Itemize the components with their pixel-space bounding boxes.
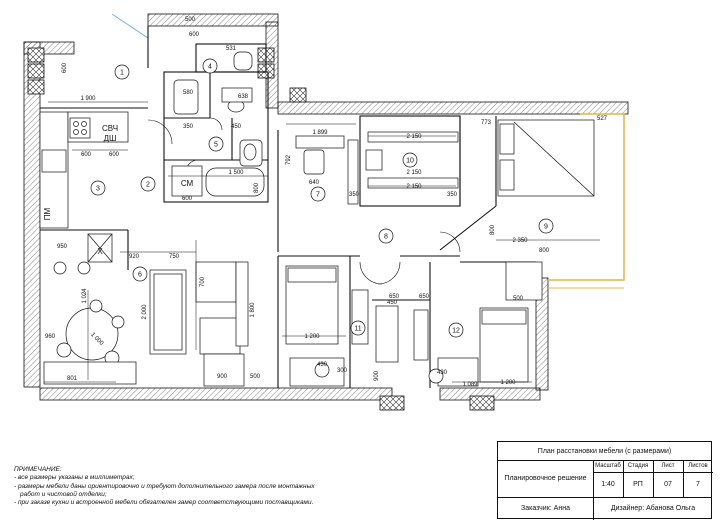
value-sheet: 07: [664, 481, 672, 488]
dim-800c: 800: [539, 248, 550, 254]
dim-2150c: 2 150: [406, 184, 422, 190]
dim-600e: 600: [182, 196, 193, 202]
title-block: План расстановки мебели (с размерами) Пл…: [497, 441, 713, 520]
title-block-stage-name: Планировочное решение: [504, 475, 587, 482]
dishwasher-pm-label: ПМ: [43, 207, 52, 220]
dim-773: 773: [481, 120, 492, 126]
title-block-client: Заказчик: Анна: [521, 504, 570, 512]
dim-792: 792: [286, 154, 292, 165]
room-6-label: 6: [138, 272, 142, 279]
microwave-label: СВЧ: [102, 124, 118, 133]
dim-1200b: 1 200: [500, 380, 516, 386]
dim-580: 580: [183, 90, 194, 96]
dim-650b: 650: [419, 294, 430, 300]
room-4-label: 4: [208, 64, 212, 71]
header-stage: Стадия: [627, 463, 649, 469]
notes-line-3: работ и чистовой отделки;: [20, 490, 107, 498]
dim-960: 960: [45, 334, 56, 340]
dim-430b: 430: [437, 370, 448, 376]
dim-600a: 600: [189, 32, 200, 38]
room-markers: [90, 58, 554, 338]
dim-900a: 900: [217, 374, 228, 380]
dim-500b: 500: [250, 374, 261, 380]
dim-800a: 800: [254, 182, 260, 193]
dim-531: 531: [226, 46, 237, 52]
notes-title: ПРИМЕЧАНИЕ:: [14, 466, 62, 473]
header-scale: Масштаб: [595, 463, 621, 469]
dim-2000: 2 000: [142, 304, 148, 320]
dim-1800: 1 800: [250, 302, 256, 318]
dishwasher-label: ДШ: [104, 134, 117, 143]
room-2-label: 2: [146, 182, 150, 189]
room-11-label: 11: [354, 326, 361, 333]
dim-2150a: 2 150: [406, 134, 422, 140]
room-3-label: 3: [96, 186, 100, 193]
header-sheets: Листов: [688, 463, 708, 469]
notes-line-1: - все размеры указаны в миллиметрах;: [14, 474, 135, 482]
dim-430a: 430: [317, 362, 328, 368]
dim-1899: 1 899: [312, 130, 328, 136]
notes-line-2: - размеры мебели даны ориентировочно и т…: [14, 482, 315, 490]
dim-450: 450: [231, 124, 242, 130]
dim-650a: 650: [389, 294, 400, 300]
dim-1500: 1 500: [228, 170, 244, 176]
value-scale: 1:40: [601, 481, 615, 488]
room-12-label: 12: [452, 328, 460, 335]
dim-2150b: 2 150: [406, 170, 422, 176]
dim-900b: 900: [374, 370, 380, 381]
value-sheets: 7: [696, 481, 700, 488]
dim-750: 750: [169, 254, 180, 260]
interior-walls: [40, 26, 536, 388]
door-swings: [147, 117, 461, 285]
dim-801: 801: [67, 376, 78, 382]
brick-columns: [27, 47, 495, 411]
room-10-label: 10: [406, 158, 414, 165]
dim-450b: 450: [387, 300, 398, 306]
dim-1200a: 1 200: [304, 334, 320, 340]
title-block-title: План расстановки мебели (с размерами): [537, 447, 672, 455]
room-1-label: 1: [120, 70, 124, 77]
dim-350b: 350: [349, 192, 360, 198]
room-7-label: 7: [316, 192, 320, 199]
dim-527: 527: [597, 116, 608, 122]
room-5-label: 5: [214, 142, 218, 149]
dim-700: 700: [200, 276, 206, 287]
ventilation-label: X: [97, 247, 103, 256]
dim-800b: 800: [490, 224, 496, 235]
dim-640: 640: [309, 180, 320, 186]
washer-label: СМ: [181, 179, 194, 188]
value-stage: РП: [633, 481, 643, 488]
title-block-designer: Дизайнер: Абанова Ольга: [610, 504, 696, 512]
furniture: [39, 51, 595, 387]
header-sheet: Лист: [661, 463, 675, 469]
dim-600c: 600: [81, 152, 92, 158]
dim-2350: 2 350: [512, 238, 528, 244]
dim-638: 638: [238, 94, 249, 100]
windows: [111, 13, 625, 289]
dim-350c: 350: [447, 192, 458, 198]
dim-920: 920: [129, 254, 140, 260]
notes-block: ПРИМЕЧАНИЕ: - все размеры указаны в милл…: [14, 466, 374, 507]
room-8-label: 8: [384, 234, 388, 241]
room-9-label: 9: [544, 224, 548, 231]
dim-1024: 1 024: [82, 288, 88, 304]
dim-600b: 600: [62, 62, 68, 73]
dimension-lines: [44, 101, 600, 383]
dim-500a: 500: [185, 17, 196, 23]
dim-600d: 600: [109, 152, 120, 158]
dim-1900: 1 900: [80, 96, 96, 102]
dim-950: 950: [57, 244, 68, 250]
dim-1089: 1 089: [462, 382, 478, 388]
notes-line-4: - при заказе кухни и встроенной мебели о…: [14, 499, 314, 507]
dim-300: 300: [337, 368, 348, 374]
dim-350: 350: [183, 124, 194, 130]
exterior-walls: [23, 13, 629, 401]
dim-500c: 500: [513, 296, 524, 302]
